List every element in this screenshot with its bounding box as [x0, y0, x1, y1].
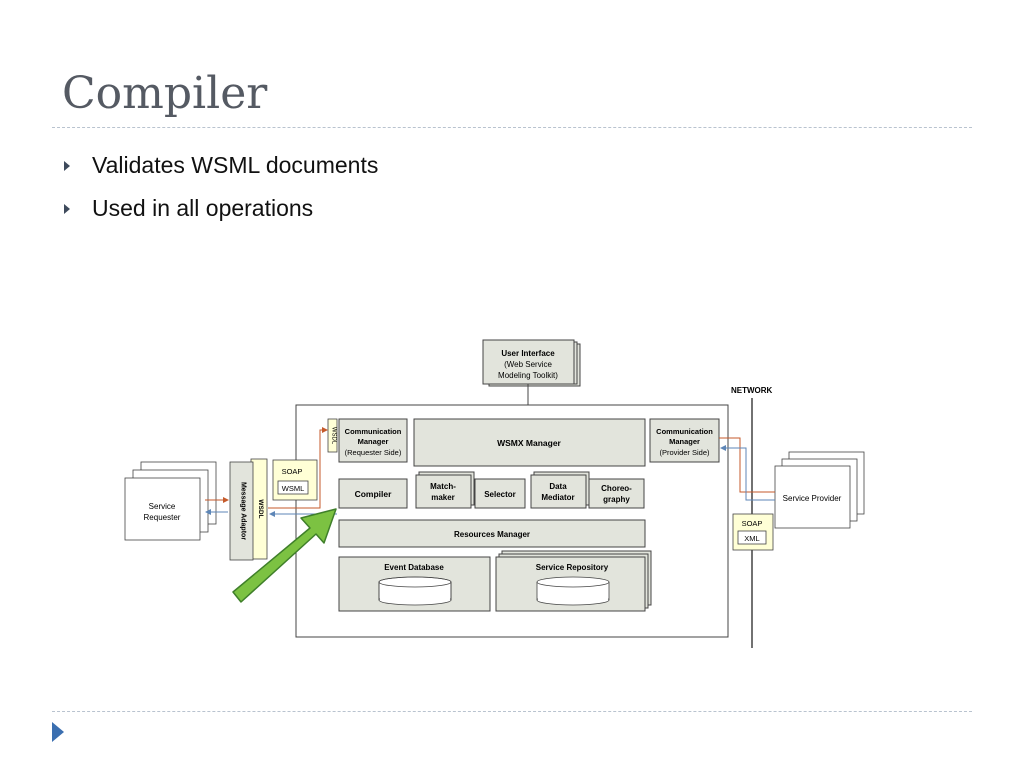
event-database-box: Event Database — [338, 556, 491, 612]
wsdl-tab-label: WSDL — [331, 427, 337, 445]
user-interface-label: Modeling Toolkit) — [498, 371, 558, 380]
message-adaptor-label: Message Adaptor — [240, 482, 247, 540]
soap-xml-envelope: SOAP XML — [732, 513, 774, 551]
footer-triangle-icon — [52, 722, 64, 742]
message-adaptor: Message Adaptor WSDL — [229, 458, 268, 561]
service-provider: Service Provider — [774, 451, 865, 529]
choreography-label: Choreo- — [601, 484, 632, 493]
service-provider-label: Service Provider — [783, 494, 842, 503]
bullet-triangle-icon — [64, 160, 70, 171]
comm-requester-label: (Requester Side) — [345, 448, 402, 457]
choreography-box: Choreo- graphy — [588, 478, 645, 509]
xml-label: XML — [744, 534, 759, 543]
resources-manager-label: Resources Manager — [454, 530, 530, 539]
connector-lines — [205, 427, 775, 517]
network-label: NETWORK — [731, 386, 773, 395]
service-requester-label: Requester — [144, 513, 181, 522]
comm-requester-label: Manager — [358, 437, 389, 446]
bullet-item: Validates WSML documents — [64, 144, 378, 187]
matchmaker-label: maker — [431, 493, 455, 502]
service-requester: Service Requester — [124, 461, 217, 541]
comm-manager-requester: Communication Manager (Requester Side) — [338, 418, 408, 463]
data-mediator-label: Data — [549, 482, 567, 491]
comm-provider-label: (Provider Side) — [659, 448, 710, 457]
wsmx-manager: WSMX Manager — [413, 418, 646, 467]
matchmaker-label: Match- — [430, 482, 456, 491]
bullet-list: Validates WSML documents Used in all ope… — [64, 144, 378, 230]
bullet-triangle-icon — [64, 203, 70, 214]
service-repository-box: Service Repository — [495, 550, 652, 612]
title-divider — [52, 127, 972, 128]
highlight-arrow-icon — [232, 508, 337, 603]
bullet-text: Used in all operations — [92, 195, 314, 221]
user-interface-box: User Interface (Web Service Modeling Too… — [482, 339, 581, 387]
service-repository-label: Service Repository — [536, 563, 609, 572]
user-interface-label: (Web Service — [504, 360, 552, 369]
wsmx-manager-label: WSMX Manager — [497, 438, 561, 448]
soap-right-label: SOAP — [742, 519, 763, 528]
comm-requester-label: Communication — [345, 427, 402, 436]
comm-provider-label: Manager — [669, 437, 700, 446]
page-title: Compiler — [62, 68, 268, 119]
service-requester-label: Service — [149, 502, 176, 511]
footer-divider — [52, 711, 972, 712]
user-interface-label: User Interface — [501, 349, 555, 358]
data-mediator-box: Data Mediator — [530, 471, 590, 509]
selector-box: Selector — [474, 478, 526, 509]
matchmaker-box: Match- maker — [415, 471, 475, 509]
soap-wsml-envelope: SOAP WSML — [272, 459, 318, 501]
resources-manager-box: Resources Manager — [338, 519, 646, 548]
choreography-label: graphy — [603, 495, 630, 504]
compiler-label: Compiler — [355, 489, 393, 499]
selector-label: Selector — [484, 490, 516, 499]
bullet-text: Validates WSML documents — [92, 152, 379, 178]
event-database-label: Event Database — [384, 563, 444, 572]
comm-manager-provider: Communication Manager (Provider Side) — [649, 418, 720, 463]
compiler-box: Compiler — [338, 478, 408, 509]
soap-left-label: SOAP — [282, 467, 303, 476]
wsml-label: WSML — [282, 484, 305, 493]
bullet-item: Used in all operations — [64, 187, 378, 230]
wsdl-label: WSDL — [257, 499, 264, 518]
comm-provider-label: Communication — [656, 427, 713, 436]
wsdl-tab — [327, 418, 338, 453]
data-mediator-label: Mediator — [541, 493, 574, 502]
